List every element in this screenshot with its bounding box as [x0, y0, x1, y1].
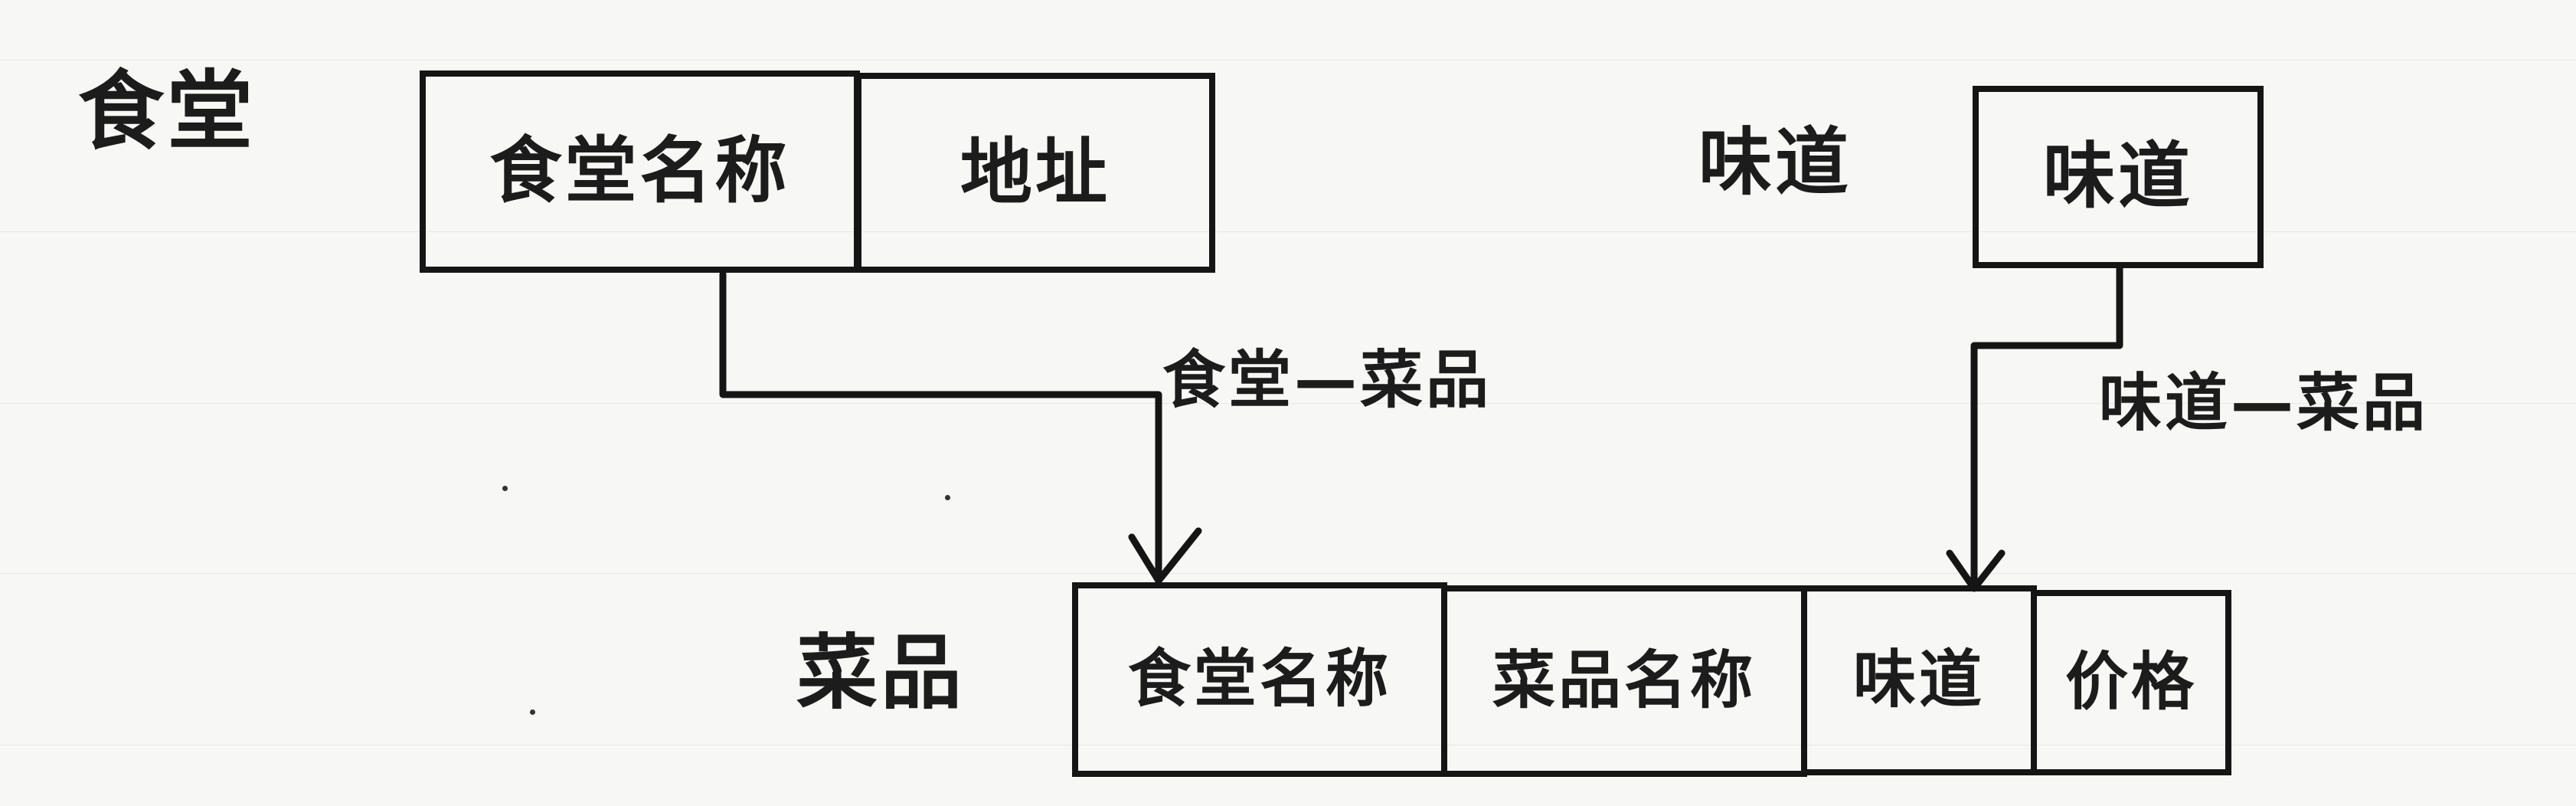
canteen-field-cell: 地址 — [855, 73, 1215, 273]
dish-field-cell: 价格 — [2031, 590, 2231, 775]
dish-field-canteen-name: 食堂名称 — [1127, 643, 1391, 716]
dish-field-taste: 味道 — [1852, 644, 1985, 716]
taste-to-dish-connector — [1970, 264, 2123, 586]
taste-field-name: 味道 — [2042, 135, 2193, 218]
paper-speck — [945, 495, 950, 500]
canteen-field-name: 食堂名称 — [489, 129, 790, 213]
taste-field-cell: 味道 — [1973, 86, 2264, 268]
canteen-field-cell: 食堂名称 — [420, 70, 860, 273]
canteen-to-dish-arrow-head — [1128, 527, 1202, 585]
paper-speck — [502, 486, 508, 491]
dish-field-price: 价格 — [2064, 646, 2197, 719]
ruled-line — [0, 573, 2576, 574]
dish-table-label: 菜品 — [796, 626, 965, 720]
dish-field-cell: 菜品名称 — [1441, 585, 1807, 777]
dish-field-dish-name: 菜品名称 — [1492, 644, 1756, 717]
taste-dish-relationship-label: 味道—菜品 — [2099, 367, 2429, 440]
ruled-line — [0, 403, 2576, 404]
canteen-to-dish-connector — [719, 270, 1162, 581]
paper-speck — [530, 709, 535, 715]
dish-field-cell: 味道 — [1801, 585, 2037, 775]
canteen-table-label: 食堂 — [78, 62, 256, 162]
dish-field-cell: 食堂名称 — [1072, 582, 1447, 777]
canteen-dish-relationship-label: 食堂—菜品 — [1162, 344, 1492, 417]
ruled-line — [0, 60, 2576, 61]
canteen-field-address: 地址 — [959, 130, 1110, 215]
ruled-line — [0, 231, 2576, 232]
taste-table-label: 味道 — [1698, 120, 1852, 205]
